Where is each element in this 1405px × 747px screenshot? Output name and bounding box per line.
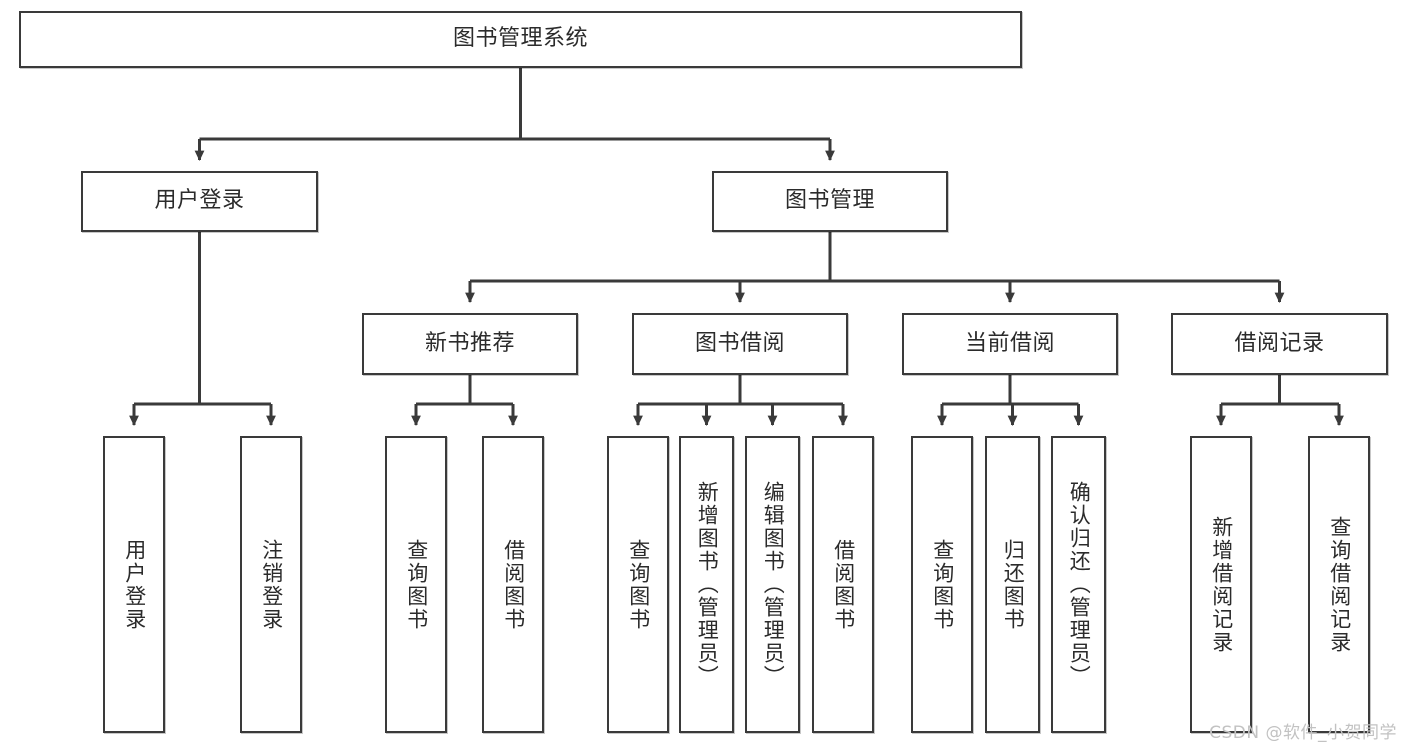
node-label: 新增图书（管理员） — [695, 481, 720, 688]
node-label: 图书借阅 — [694, 330, 785, 356]
node-leaf-add-record[interactable]: 新增借阅记录 — [1190, 436, 1252, 733]
node-label: 借阅图书 — [831, 538, 856, 631]
node-leaf-borrow-book-rec[interactable]: 借阅图书 — [482, 436, 544, 733]
node-leaf-add-book[interactable]: 新增图书（管理员） — [679, 436, 734, 733]
node-label: 用户登录 — [122, 538, 147, 631]
node-label: 当前借阅 — [964, 330, 1055, 356]
node-root[interactable]: 图书管理系统 — [19, 11, 1022, 68]
csdn-watermark: CSDN @软件_小贺同学 — [1209, 723, 1397, 743]
node-new-book-rec[interactable]: 新书推荐 — [362, 313, 578, 375]
node-label: 新增借阅记录 — [1209, 515, 1234, 654]
node-leaf-confirm-return[interactable]: 确认归还（管理员） — [1051, 436, 1106, 733]
node-leaf-edit-book[interactable]: 编辑图书（管理员） — [745, 436, 800, 733]
node-label: 注销登录 — [259, 538, 284, 631]
node-label: 图书管理 — [784, 188, 875, 214]
node-leaf-user-login[interactable]: 用户登录 — [103, 436, 165, 733]
node-label: 归还图书 — [1001, 538, 1026, 631]
node-current-borrow[interactable]: 当前借阅 — [902, 313, 1118, 375]
node-label: 查询图书 — [404, 538, 429, 631]
node-leaf-query-record[interactable]: 查询借阅记录 — [1308, 436, 1370, 733]
node-leaf-query-book-rec[interactable]: 查询图书 — [385, 436, 447, 733]
node-book-borrow[interactable]: 图书借阅 — [632, 313, 848, 375]
node-borrow-record[interactable]: 借阅记录 — [1171, 313, 1388, 375]
node-label: 查询图书 — [626, 538, 651, 631]
node-label: 借阅记录 — [1234, 330, 1325, 356]
node-label: 编辑图书（管理员） — [761, 481, 786, 688]
node-label: 查询借阅记录 — [1327, 515, 1352, 654]
node-leaf-query-book[interactable]: 查询图书 — [607, 436, 669, 733]
node-leaf-user-logout[interactable]: 注销登录 — [240, 436, 302, 733]
node-book-manage[interactable]: 图书管理 — [712, 171, 948, 232]
node-label: 新书推荐 — [424, 330, 515, 356]
node-leaf-return-book[interactable]: 归还图书 — [985, 436, 1040, 733]
node-user-login[interactable]: 用户登录 — [81, 171, 318, 232]
node-label: 借阅图书 — [501, 538, 526, 631]
node-label: 用户登录 — [154, 188, 245, 214]
node-leaf-borrow-book[interactable]: 借阅图书 — [812, 436, 874, 733]
node-label: 查询图书 — [930, 538, 955, 631]
node-leaf-query-book-cur[interactable]: 查询图书 — [911, 436, 973, 733]
node-label: 确认归还（管理员） — [1067, 481, 1092, 688]
node-label: 图书管理系统 — [452, 26, 588, 52]
